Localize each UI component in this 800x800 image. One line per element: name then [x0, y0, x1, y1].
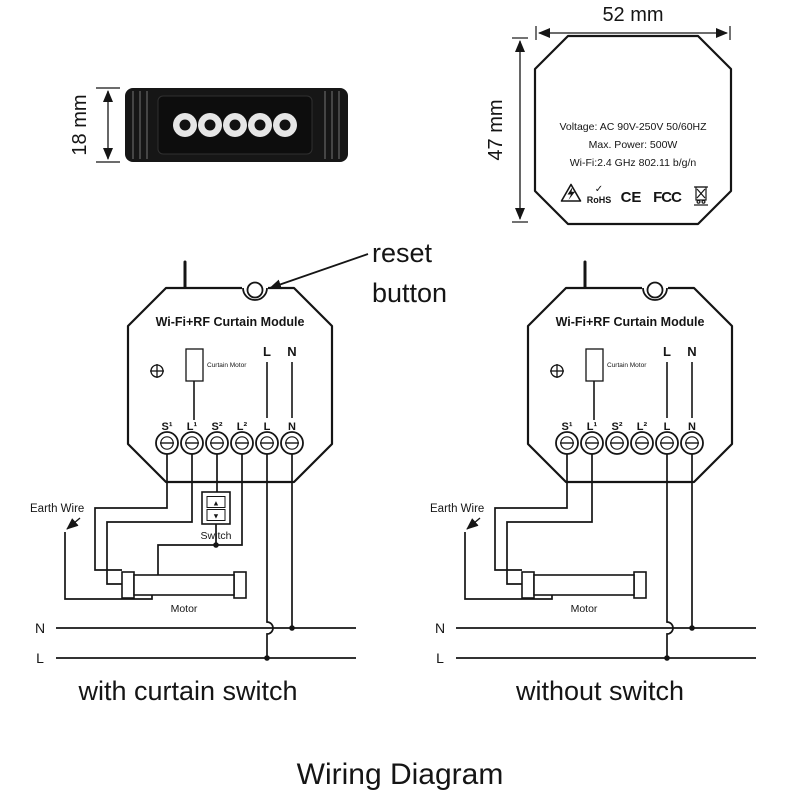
dim-18mm-label: 18 mm: [69, 94, 91, 155]
bus-neutral-label: N: [435, 620, 445, 636]
right-wiring-diagram: Earth Wire Motor N L without switch: [430, 454, 756, 706]
module-title: Wi-Fi+RF Curtain Module: [156, 315, 305, 329]
module-face-view: 52 mm 47 mm Voltage: AC 90V-250V 50/60HZ…: [485, 4, 733, 226]
motor: [521, 571, 647, 599]
switch-box: ▲ ▼: [201, 491, 231, 525]
terminal-label-n: N: [288, 421, 296, 433]
terminal-screw: [230, 431, 254, 455]
wire-l2-motor: [157, 454, 243, 575]
page-title: Wiring Diagram: [297, 758, 504, 791]
rohs-check-icon: ✓: [595, 184, 603, 195]
side-view-ridges-icon: [132, 91, 340, 159]
switch-up-button: [206, 496, 226, 508]
caption-with-switch: with curtain switch: [77, 676, 297, 706]
dim-52mm-label: 52 mm: [602, 4, 663, 26]
live-input-label: L: [263, 344, 271, 359]
switch-label: Switch: [201, 530, 232, 542]
reset-arrow: [269, 253, 369, 290]
reset-label-line2: button: [372, 278, 447, 308]
module-octagon: [126, 286, 334, 484]
switch-down-button: [206, 509, 226, 521]
curtain-module-right: [526, 260, 734, 484]
motor-label: Motor: [171, 603, 198, 615]
terminal-screw: [255, 431, 279, 455]
cert-row: ✓ RoHS CE FCC: [560, 183, 708, 206]
terminal-label-l2: L²: [237, 421, 248, 433]
motor: [121, 571, 247, 599]
module-side-view: 18 mm: [69, 87, 348, 163]
motor-label: Motor: [571, 603, 598, 615]
terminal-label-l: L: [264, 421, 271, 433]
cert-weee-bin-icon: [694, 186, 708, 206]
terminal-screw: [180, 431, 204, 455]
spec-voltage: Voltage: AC 90V-250V 50/60HZ: [559, 121, 707, 133]
wire-earth: [64, 532, 153, 600]
wire-s1-motor: [94, 454, 168, 571]
terminal-screw: [205, 431, 229, 455]
terminal-label-s2: S²: [212, 421, 223, 433]
earth-wire-arrow: [66, 517, 81, 530]
reset-button: [246, 281, 264, 299]
neutral-input-label: N: [287, 344, 296, 359]
curtain-module-left: Wi-Fi+RF Curtain Module Curtain Motor L …: [126, 260, 334, 484]
terminal-screw: [155, 431, 179, 455]
wire-l1-motor: [106, 454, 193, 585]
side-view-terminal-screws-icon: [173, 113, 297, 137]
switch-up-icon: ▲: [212, 499, 219, 508]
terminal-screw: [280, 431, 304, 455]
caption-without-switch: without switch: [515, 676, 684, 706]
earth-terminal-icon: [150, 364, 164, 378]
curtain-motor-label: Curtain Motor: [207, 362, 247, 369]
reset-annotation: reset button: [269, 238, 447, 308]
wire-l1-motor: [506, 454, 593, 585]
bus-neutral-label: N: [35, 620, 45, 636]
terminal-label-s1: S¹: [162, 421, 173, 433]
cert-fcc: FCC: [653, 189, 682, 206]
switch-down-icon: ▼: [212, 512, 219, 521]
face-octagon: [533, 34, 733, 226]
bus-live-label: L: [436, 650, 444, 666]
bus-live-label: L: [36, 650, 44, 666]
terminal-label-l1: L¹: [187, 421, 198, 433]
dim-47mm-label: 47 mm: [485, 99, 507, 160]
earth-wire-label: Earth Wire: [430, 503, 484, 515]
cert-lightning-triangle-icon: [560, 183, 582, 202]
spec-power: Max. Power: 500W: [589, 139, 678, 151]
spec-wifi: Wi-Fi:2.4 GHz 802.11 b/g/n: [570, 157, 697, 169]
wire-earth: [464, 532, 553, 600]
left-wiring-diagram: ▲ ▼ Switch Earth Wire Motor N L with cur…: [30, 454, 356, 706]
cert-rohs: ✓ RoHS: [587, 184, 612, 205]
earth-wire-label: Earth Wire: [30, 503, 84, 515]
cert-ce: CE: [621, 189, 642, 206]
rohs-label: RoHS: [587, 195, 612, 205]
junction-dot: [213, 542, 219, 548]
earth-wire-arrow: [466, 517, 481, 530]
reset-label-line1: reset: [372, 238, 433, 268]
wire-s1-motor: [494, 454, 568, 571]
